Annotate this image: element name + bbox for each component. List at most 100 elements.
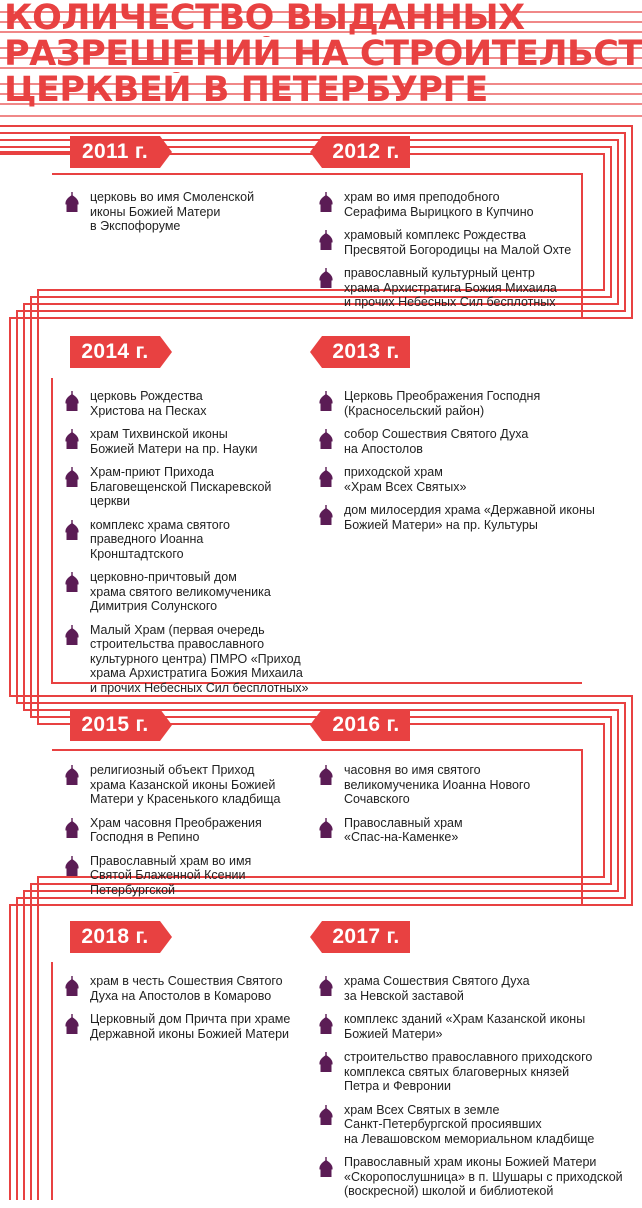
church-dome-icon — [65, 572, 79, 592]
list-item: храм Тихвинской иконы Божией Матери на п… — [62, 427, 322, 456]
item-text: Православный храм во имя Святой Блаженно… — [90, 853, 252, 897]
timeline-line — [0, 125, 633, 1200]
church-dome-icon — [65, 519, 79, 540]
list-item: часовня во имя святого великомученика Ио… — [316, 763, 616, 807]
list-item: храм во имя преподобного Серафима Вырицк… — [316, 190, 616, 219]
church-dome-icon — [319, 230, 333, 250]
item-text: церковно-причтовый дом храма святого вел… — [90, 570, 271, 613]
item-text: религиозный объект Приход храма Казанско… — [90, 763, 281, 806]
list-item: храма Сошествия Святого Духа за Невской … — [316, 974, 626, 1003]
item-text: Храм часовня Преображения Господня в Реп… — [90, 815, 262, 845]
item-text: храмовый комплекс Рождества Пресвятой Бо… — [344, 228, 572, 257]
item-text: приходской храм «Храм Всех Святых» — [344, 465, 467, 494]
church-dome-icon — [65, 765, 79, 785]
list-item: Храм часовня Преображения Господня в Реп… — [62, 816, 312, 845]
list-2015: религиозный объект Приход храма Казанско… — [62, 763, 312, 906]
item-text: Православный храм иконы Божией Матери «С… — [344, 1155, 623, 1198]
timeline-line — [0, 139, 619, 1200]
church-dome-icon — [319, 976, 333, 996]
list-item: дом милосердия храма «Державной иконы Бо… — [316, 503, 616, 532]
church-dome-icon — [319, 192, 333, 212]
list-item: религиозный объект Приход храма Казанско… — [62, 763, 312, 807]
item-text: собор Сошествия Святого Духа на Апостоло… — [344, 427, 529, 456]
church-dome-icon — [319, 1052, 333, 1072]
title-line-3: ЦЕРКВЕЙ В ПЕТЕРБУРГЕ — [4, 72, 488, 108]
item-text: комплекс зданий «Храм Казанской иконы Бо… — [344, 1012, 586, 1041]
list-item: приходской храм «Храм Всех Святых» — [316, 465, 616, 494]
church-dome-icon — [65, 429, 79, 449]
list-item: Церковный дом Причта при храме Державной… — [62, 1012, 312, 1041]
list-item: храм Всех Святых в земле Санкт-Петербург… — [316, 1103, 626, 1147]
timeline-line — [52, 749, 583, 905]
church-dome-icon — [319, 268, 333, 288]
list-item: собор Сошествия Святого Духа на Апостоло… — [316, 427, 616, 456]
page-title: КОЛИЧЕСТВО ВЫДАННЫХ РАЗРЕШЕНИЙ НА СТРОИТ… — [0, 0, 642, 120]
item-text: Православный храм «Спас-на-Каменке» — [344, 815, 463, 845]
list-item: храм в честь Сошествия Святого Духа на А… — [62, 974, 312, 1003]
item-text: Церковь Преображения Господня (Красносел… — [344, 389, 541, 418]
church-dome-icon — [65, 976, 79, 996]
item-text: православный культурный центр храма Архи… — [344, 266, 557, 309]
church-dome-icon — [319, 817, 333, 838]
timeline-line — [0, 146, 612, 1200]
title-line-2: РАЗРЕШЕНИЙ НА СТРОИТЕЛЬСТВО — [4, 36, 642, 72]
list-2012: храм во имя преподобного Серафима Вырицк… — [316, 190, 616, 319]
list-item: православный культурный центр храма Архи… — [316, 266, 616, 310]
year-badge-2013: 2013 г. — [310, 336, 410, 368]
item-text: строительство православного приходского … — [344, 1050, 593, 1093]
list-2016: часовня во имя святого великомученика Ио… — [316, 763, 616, 854]
timeline-line — [51, 378, 582, 684]
church-dome-icon — [319, 505, 333, 525]
year-badge-2011: 2011 г. — [70, 136, 172, 168]
church-dome-icon — [65, 817, 79, 838]
timeline-line — [0, 153, 605, 1200]
list-2017: храма Сошествия Святого Духа за Невской … — [316, 974, 626, 1208]
list-2014: церковь Рождества Христова на Песках храм… — [62, 389, 322, 704]
church-dome-icon — [319, 1014, 333, 1034]
church-dome-icon — [319, 1157, 333, 1177]
item-text: дом милосердия храма «Державной иконы Бо… — [344, 503, 595, 532]
church-dome-icon — [65, 391, 79, 411]
church-dome-icon — [65, 624, 79, 645]
item-text: церковь Рождества Христова на Песках — [90, 389, 207, 418]
year-badge-2018: 2018 г. — [70, 921, 172, 953]
church-dome-icon — [65, 855, 79, 876]
list-item: церковь Рождества Христова на Песках — [62, 389, 322, 418]
year-badge-2012: 2012 г. — [310, 136, 410, 168]
list-item: комплекс зданий «Храм Казанской иконы Бо… — [316, 1012, 626, 1041]
church-dome-icon — [319, 391, 333, 411]
list-2013: Церковь Преображения Господня (Красносел… — [316, 389, 616, 541]
church-dome-icon — [65, 467, 79, 487]
item-text: храм Всех Святых в земле Санкт-Петербург… — [344, 1102, 595, 1146]
item-text: Малый Храм (первая очередь строительства… — [90, 622, 309, 695]
item-text: Храм-приют Прихода Благовещенской Пискар… — [90, 465, 272, 508]
list-2018: храм в честь Сошествия Святого Духа на А… — [62, 974, 312, 1050]
church-dome-icon — [319, 765, 333, 785]
church-dome-icon — [319, 467, 333, 487]
church-dome-icon — [65, 1014, 79, 1034]
year-badge-2015: 2015 г. — [70, 709, 172, 741]
church-dome-icon — [319, 1104, 333, 1125]
list-item: церковь во имя Смоленской иконы Божией М… — [62, 190, 312, 234]
list-item: Церковь Преображения Господня (Красносел… — [316, 389, 616, 418]
item-text: храм Тихвинской иконы Божией Матери на п… — [90, 427, 258, 456]
item-text: храм во имя преподобного Серафима Вырицк… — [344, 190, 534, 219]
list-item: Храм-приют Прихода Благовещенской Пискар… — [62, 465, 322, 509]
list-2011: церковь во имя Смоленской иконы Божией М… — [62, 190, 312, 243]
list-item: Малый Храм (первая очередь строительства… — [62, 623, 322, 696]
list-item: комплекс храма святого праведного Иоанна… — [62, 518, 322, 562]
list-item: строительство православного приходского … — [316, 1050, 626, 1094]
timeline-line — [52, 173, 583, 318]
item-text: Церковный дом Причта при храме Державной… — [90, 1012, 291, 1041]
item-text: храма Сошествия Святого Духа за Невской … — [344, 974, 530, 1003]
timeline-line — [0, 132, 626, 1200]
year-badge-2014: 2014 г. — [70, 336, 172, 368]
church-dome-icon — [65, 192, 79, 212]
church-dome-icon — [319, 429, 333, 449]
year-badge-2017: 2017 г. — [310, 921, 410, 953]
list-item: церковно-причтовый дом храма святого вел… — [62, 570, 322, 614]
title-line-1: КОЛИЧЕСТВО ВЫДАННЫХ — [4, 0, 525, 36]
list-item: храмовый комплекс Рождества Пресвятой Бо… — [316, 228, 616, 257]
item-text: храм в честь Сошествия Святого Духа на А… — [90, 974, 283, 1003]
